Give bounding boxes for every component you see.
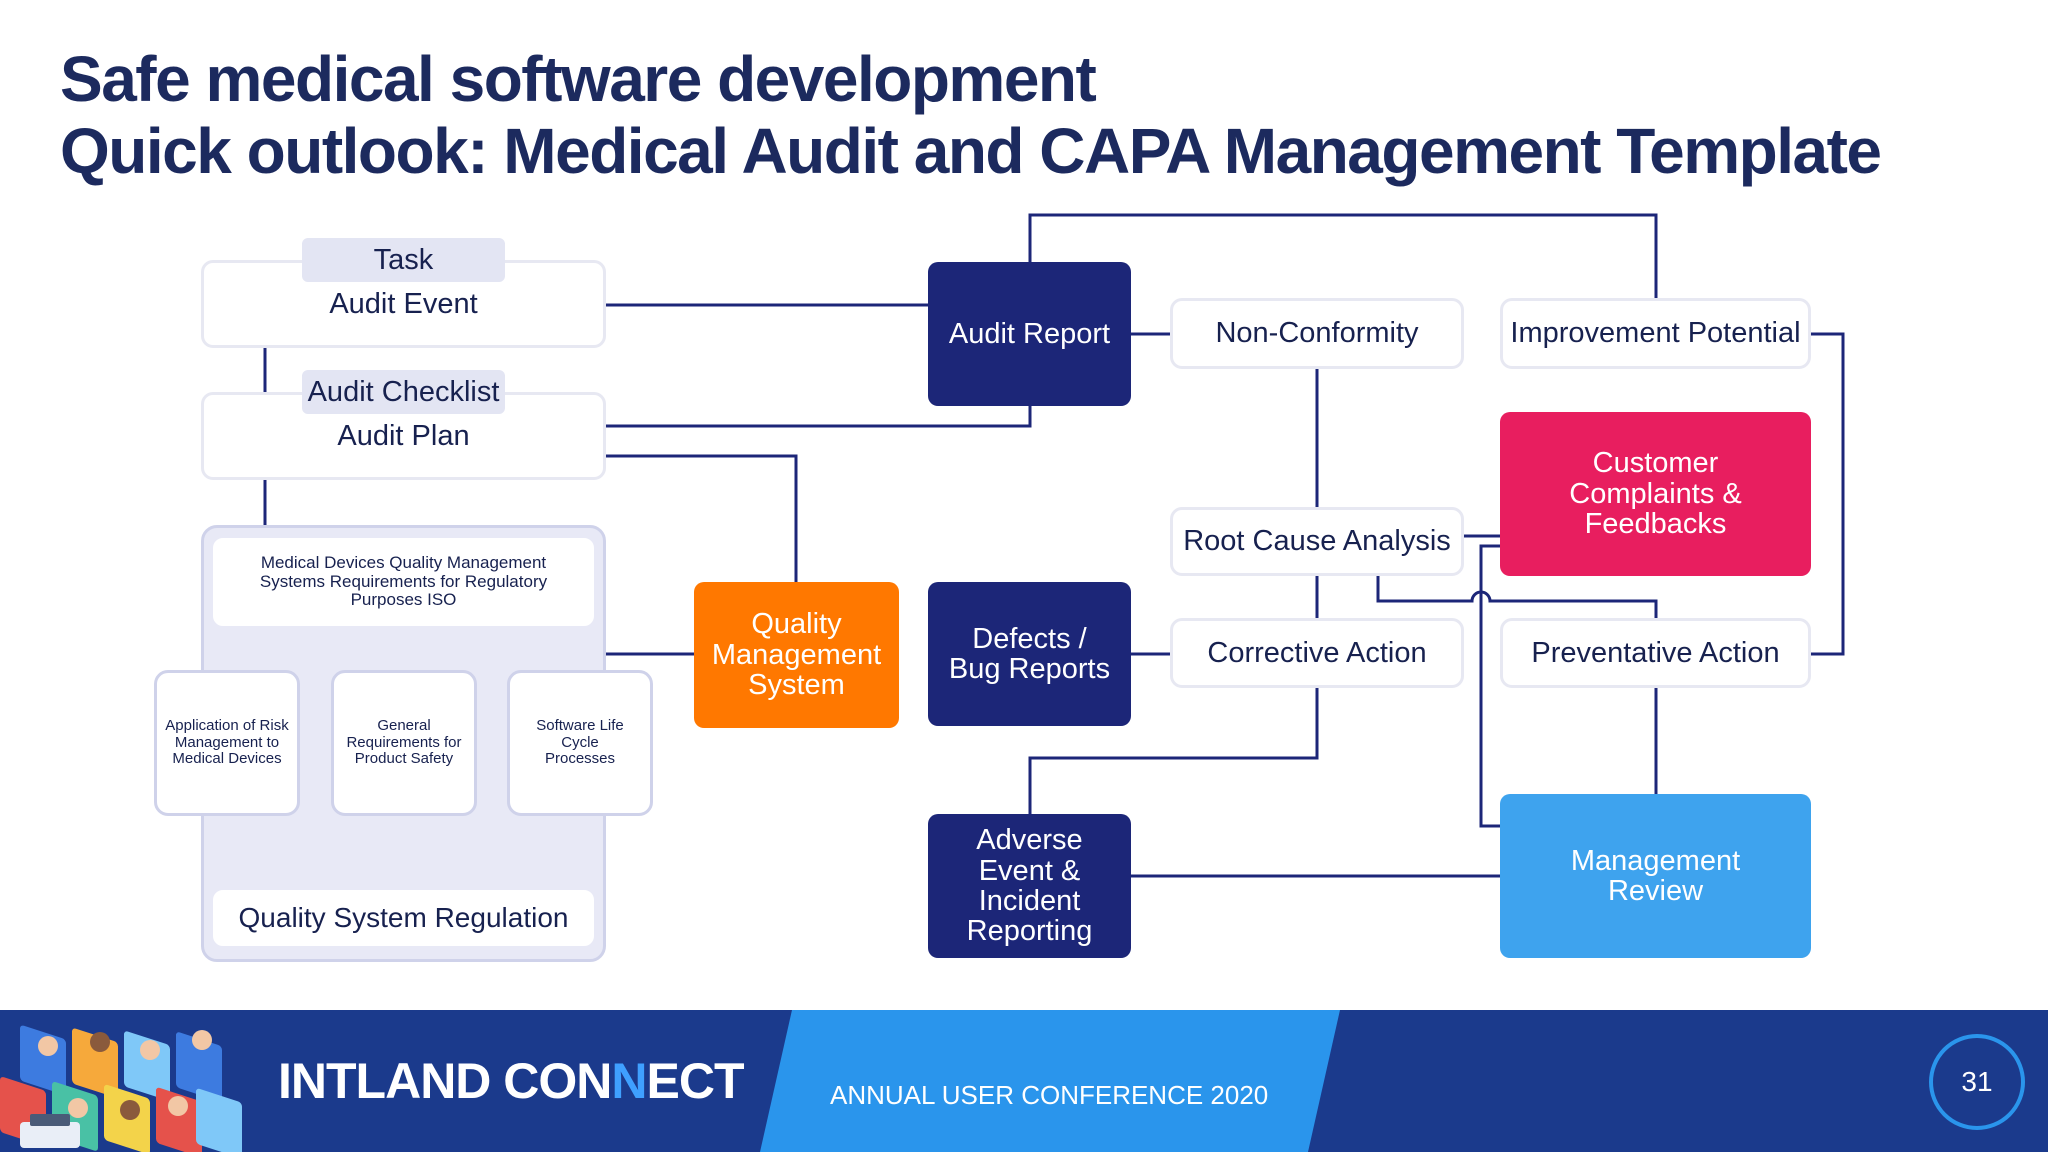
management-review-box[interactable]: Management Review xyxy=(1500,794,1811,958)
risk-management-label: Application of Risk Management to Medica… xyxy=(165,717,289,768)
quality-system-regulation-box[interactable]: Quality System Regulation xyxy=(213,890,594,946)
corrective-action-label: Corrective Action xyxy=(1207,636,1427,669)
corrective-action-box[interactable]: Corrective Action xyxy=(1170,618,1464,688)
audit-event-box[interactable]: Audit Event xyxy=(201,260,606,348)
customer-complaints-box[interactable]: Customer Complaints & Feedbacks xyxy=(1500,412,1811,576)
page-number: 31 xyxy=(1929,1034,2025,1130)
footer-bar: INTLAND CONNECT ANNUAL USER CONFERENCE 2… xyxy=(0,1010,2048,1152)
slide-title-line-2: Quick outlook: Medical Audit and CAPA Ma… xyxy=(60,115,1882,187)
adverse-event-reporting-box[interactable]: Adverse Event & Incident Reporting xyxy=(928,814,1131,958)
root-cause-analysis-label: Root Cause Analysis xyxy=(1183,525,1451,558)
non-conformity-label: Non-Conformity xyxy=(1215,317,1419,350)
improvement-potential-label: Improvement Potential xyxy=(1510,317,1801,350)
line-audit-plan-qms xyxy=(606,454,798,582)
preventative-action-box[interactable]: Preventative Action xyxy=(1500,618,1811,688)
brand-part-1: INTLAND CON xyxy=(278,1053,612,1109)
intland-connect-logo: INTLAND CONNECT xyxy=(278,1052,745,1110)
conference-label: ANNUAL USER CONFERENCE 2020 xyxy=(830,1080,1269,1110)
iso-box[interactable]: Medical Devices Quality Management Syste… xyxy=(213,538,594,626)
preventative-action-label: Preventative Action xyxy=(1531,636,1780,669)
brand-part-2: ECT xyxy=(646,1053,745,1109)
audit-report-label: Audit Report xyxy=(948,317,1111,350)
line-corrective-adverse xyxy=(1028,688,1319,814)
iso-label: Medical Devices Quality Management Syste… xyxy=(259,553,548,610)
customer-complaints-label: Customer Complaints & Feedbacks xyxy=(1569,447,1742,541)
defects-bug-reports-box[interactable]: Defects / Bug Reports xyxy=(928,582,1131,726)
product-safety-box[interactable]: General Requirements for Product Safety xyxy=(331,670,477,816)
quality-management-system-label: Quality Management System xyxy=(711,608,882,702)
line-audit-plan-report xyxy=(606,404,1032,428)
line-complaints-review xyxy=(1479,544,1500,828)
non-conformity-box[interactable]: Non-Conformity xyxy=(1170,298,1464,369)
line-rootcause-preventative xyxy=(1376,576,1658,618)
footer-accent-band xyxy=(760,1010,1340,1152)
root-cause-analysis-box[interactable]: Root Cause Analysis xyxy=(1170,507,1464,576)
product-safety-label: General Requirements for Product Safety xyxy=(346,717,462,768)
audit-checklist-tab[interactable]: Audit Checklist xyxy=(302,370,505,414)
audit-report-box[interactable]: Audit Report xyxy=(928,262,1131,406)
audit-plan-label: Audit Plan xyxy=(337,419,470,452)
line-report-improvement xyxy=(1028,213,1658,298)
adverse-event-reporting-label: Adverse Event & Incident Reporting xyxy=(966,824,1093,948)
management-review-label: Management Review xyxy=(1570,844,1741,907)
software-lifecycle-label: Software Life Cycle Processes xyxy=(536,717,624,768)
improvement-potential-box[interactable]: Improvement Potential xyxy=(1500,298,1811,369)
software-lifecycle-box[interactable]: Software Life Cycle Processes xyxy=(507,670,653,816)
slide-title-line-1: Safe medical software development xyxy=(60,43,1097,115)
line-improvement-preventative xyxy=(1811,332,1845,656)
brand-n: N xyxy=(611,1053,647,1109)
connector-lines xyxy=(232,213,1845,890)
task-tab[interactable]: Task xyxy=(302,238,505,282)
quality-system-regulation-label: Quality System Regulation xyxy=(238,902,569,934)
people-collage-illustration xyxy=(0,1010,250,1152)
risk-management-box[interactable]: Application of Risk Management to Medica… xyxy=(154,670,300,816)
defects-bug-reports-label: Defects / Bug Reports xyxy=(948,622,1111,685)
audit-event-label: Audit Event xyxy=(329,287,478,320)
quality-management-system-box[interactable]: Quality Management System xyxy=(694,582,899,728)
audit-plan-box[interactable]: Audit Plan xyxy=(201,392,606,480)
